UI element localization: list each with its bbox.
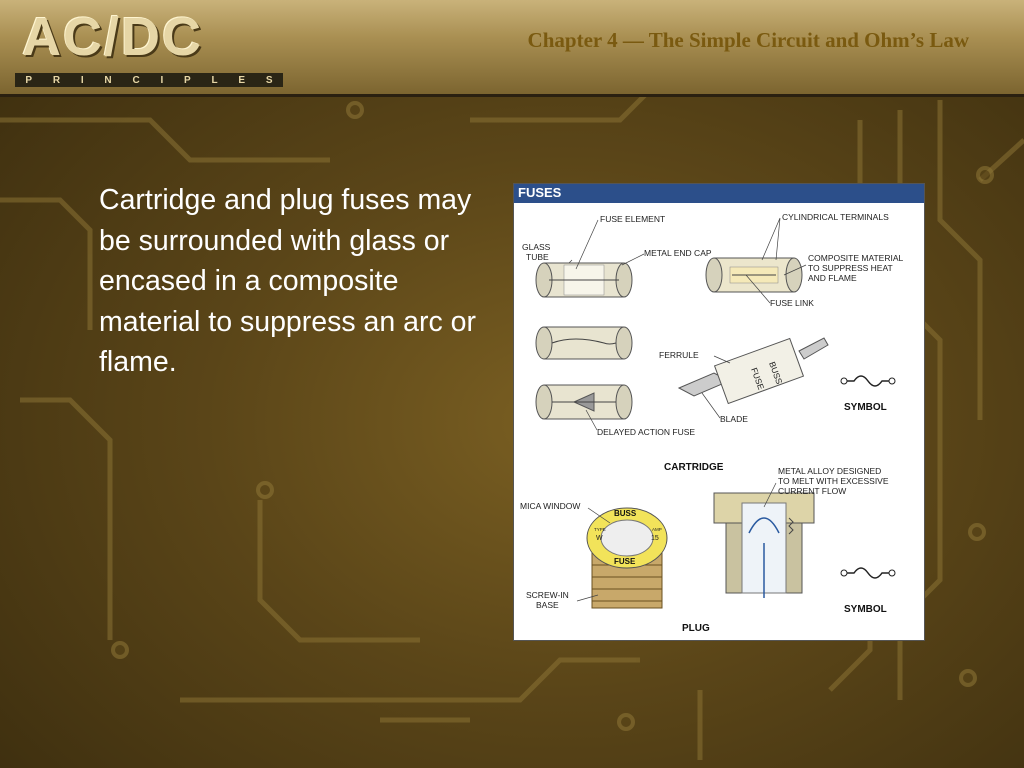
title-banner: AC/DC P R I N C I P L E S Chapter 4 — Th…	[0, 0, 1024, 97]
plug-fuse-text: FUSE	[614, 557, 636, 566]
logo-letter: I	[81, 75, 84, 86]
type-label: TYPE	[594, 527, 606, 532]
label-metal-end-cap: METAL END CAP	[644, 248, 712, 258]
fuse-symbol-icon	[841, 376, 895, 386]
logo-letter: P	[25, 75, 32, 86]
fuses-figure: FUSES	[513, 183, 925, 641]
composite-fuse-icon	[706, 258, 802, 292]
label-composite-2: TO SUPPRESS HEAT	[808, 263, 893, 273]
label-mica-window: MICA WINDOW	[520, 501, 580, 511]
chapter-title: Chapter 4 — The Simple Circuit and Ohm’s…	[528, 28, 969, 53]
label-metal-alloy-2: TO MELT WITH EXCESSIVE	[778, 476, 889, 486]
label-ferrule: FERRULE	[659, 350, 699, 360]
blade-fuse-icon: BUSS FUSE	[679, 338, 828, 403]
logo-letter: N	[104, 75, 111, 86]
amp-label: AMP	[652, 527, 662, 532]
plug-buss-text: BUSS	[614, 509, 637, 518]
logo-letter: P	[184, 75, 191, 86]
logo-letter: R	[53, 75, 60, 86]
plug-fuse-icon: BUSS FUSE TYPE W AMP 15	[587, 508, 667, 608]
label-fuse-element: FUSE ELEMENT	[600, 214, 665, 224]
slide-body-text: Cartridge and plug fuses may be surround…	[99, 180, 499, 383]
label-fuse-link: FUSE LINK	[770, 298, 814, 308]
logo-acdc: AC/DC	[22, 6, 203, 68]
label-delayed-action-fuse: DELAYED ACTION FUSE	[597, 427, 695, 437]
type-value: W	[596, 535, 603, 542]
label-screw-in: SCREW-IN	[526, 590, 569, 600]
logo-letter: E	[238, 75, 245, 86]
label-metal-alloy-3: CURRENT FLOW	[778, 486, 846, 496]
label-base: BASE	[536, 600, 559, 610]
logo-letter: L	[211, 75, 217, 86]
label-glass: GLASS	[522, 242, 551, 252]
label-composite-3: AND FLAME	[808, 273, 857, 283]
label-metal-alloy-1: METAL ALLOY DESIGNED	[778, 466, 881, 476]
label-cylindrical-terminals: CYLINDRICAL TERMINALS	[782, 212, 889, 222]
figure-title: FUSES	[518, 185, 561, 200]
delayed-action-fuse-icon	[536, 385, 632, 419]
figure-title-bar: FUSES	[514, 184, 924, 203]
fuses-illustration: BUSS FUSE BUSS FUSE TYPE W AMP 15	[514, 203, 924, 640]
plug-cutaway-icon	[714, 493, 814, 598]
label-cartridge: CARTRIDGE	[664, 462, 724, 473]
label-tube: TUBE	[526, 252, 549, 262]
logo-letter: S	[266, 75, 273, 86]
label-composite-1: COMPOSITE MATERIAL	[808, 253, 904, 263]
logo-letter: C	[132, 75, 139, 86]
label-symbol-2: SYMBOL	[844, 604, 887, 615]
logo-principles-bar: P R I N C I P L E S	[15, 73, 283, 87]
glass-fuse-icon	[536, 263, 632, 297]
logo-letter: I	[160, 75, 163, 86]
glass-fuse-icon	[536, 327, 632, 359]
fuse-symbol-icon	[841, 568, 895, 578]
label-symbol-1: SYMBOL	[844, 402, 887, 413]
label-blade: BLADE	[720, 414, 748, 424]
amp-value: 15	[651, 535, 659, 542]
label-plug: PLUG	[682, 623, 710, 634]
